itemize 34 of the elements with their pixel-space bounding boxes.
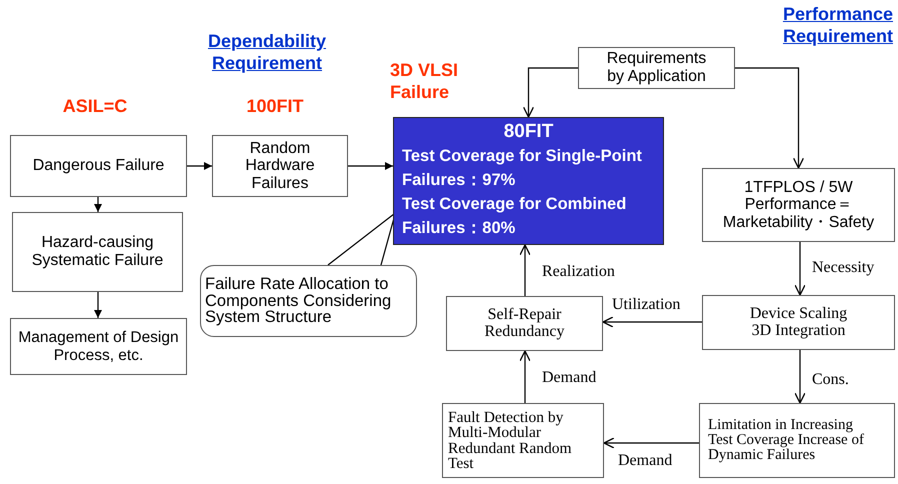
arrow — [519, 244, 531, 296]
box-text: Test Coverage for Combined Failures：80% — [402, 194, 628, 239]
process-box: Self-Repair Redundancy — [446, 296, 603, 351]
arrow — [187, 162, 212, 170]
edge-label: Necessity — [812, 259, 874, 277]
section-heading: Dependability Requirement — [206, 31, 328, 74]
arrow — [602, 316, 702, 328]
callout-tail — [327, 213, 395, 266]
column-label: 100FIT — [245, 96, 305, 118]
arrow — [348, 162, 393, 170]
process-box: Device Scaling 3D Integration — [702, 295, 895, 350]
column-label: ASIL=C — [62, 96, 128, 118]
arrow — [735, 67, 804, 169]
process-box: Management of Design Process, etc. — [10, 318, 187, 375]
process-box: Limitation in Increasing Test Coverage Increase of Dynamic Failures — [699, 403, 895, 478]
column-label: 3D VLSI Failure — [390, 60, 460, 104]
box-heading: 80FIT — [502, 122, 554, 143]
arrow — [94, 292, 102, 318]
process-box: Random Hardware Failures — [212, 135, 348, 197]
highlight-box — [393, 117, 664, 245]
arrow — [794, 242, 806, 296]
process-box: 1TFPLOS / 5W Performance＝ Marketability・Safety — [702, 168, 895, 242]
box-text: Test Coverage for Single-Point Failures：97% — [402, 146, 643, 191]
arrow — [522, 67, 578, 118]
process-box: Fault Detection by Multi-Modular Redundant Random Test — [442, 403, 604, 478]
arrow — [794, 350, 806, 404]
process-box: Hazard-causing Systematic Failure — [12, 212, 183, 292]
process-box: Requirements by Application — [578, 47, 735, 89]
callout-box: Failure Rate Allocation to Components Considering System Structure — [200, 265, 417, 337]
section-heading: Performance Requirement — [782, 4, 893, 48]
process-box: Dangerous Failure — [10, 135, 187, 197]
arrow — [603, 437, 699, 449]
arrow — [519, 350, 531, 403]
arrow — [94, 197, 102, 212]
